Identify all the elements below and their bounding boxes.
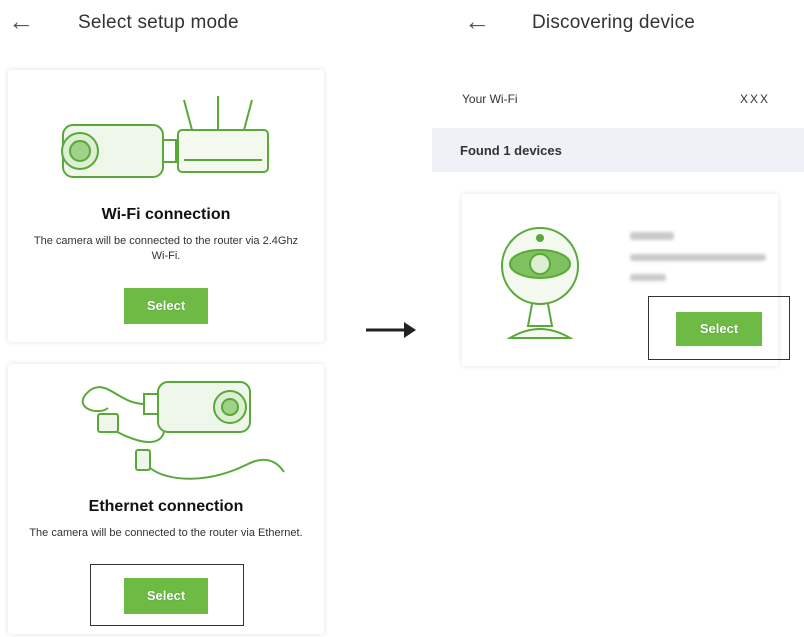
wifi-connection-card: Wi-Fi connection The camera will be conn…	[8, 70, 324, 342]
back-arrow-icon-right[interactable]: ←	[464, 6, 490, 36]
device-extra-redacted	[630, 274, 666, 281]
device-name-redacted	[630, 232, 674, 240]
ethernet-select-highlight	[90, 564, 244, 626]
wifi-card-description: The camera will be connected to the rout…	[33, 235, 299, 262]
ethernet-card-title: Ethernet connection	[88, 498, 244, 515]
your-wifi-value: XXX	[740, 92, 771, 106]
ethernet-camera-illustration	[81, 381, 285, 480]
found-devices-bar: Found 1 devices	[432, 128, 804, 172]
page-title: Select setup mode	[78, 12, 239, 33]
device-id-redacted	[630, 254, 766, 261]
ethernet-select-button[interactable]: Select	[124, 578, 208, 614]
ethernet-card-description: The camera will be connected to the rout…	[29, 527, 303, 539]
wifi-select-button[interactable]: Select	[124, 288, 208, 324]
found-devices-label: Found 1 devices	[460, 142, 562, 158]
page-title-right: Discovering device	[532, 12, 696, 33]
indoor-camera-illustration	[501, 227, 579, 339]
ethernet-connection-card: Ethernet connection The camera will be c…	[8, 364, 324, 634]
your-wifi-label: Your Wi-Fi	[462, 92, 518, 106]
device-select-button[interactable]: Select	[676, 312, 762, 346]
back-arrow-icon[interactable]: ←	[8, 6, 34, 36]
device-select-highlight	[648, 296, 790, 360]
wifi-camera-router-illustration	[61, 96, 269, 178]
discovered-device-card[interactable]: Select	[462, 194, 778, 366]
wifi-card-title: Wi-Fi connection	[101, 206, 231, 223]
right-arrow-icon	[366, 322, 416, 338]
